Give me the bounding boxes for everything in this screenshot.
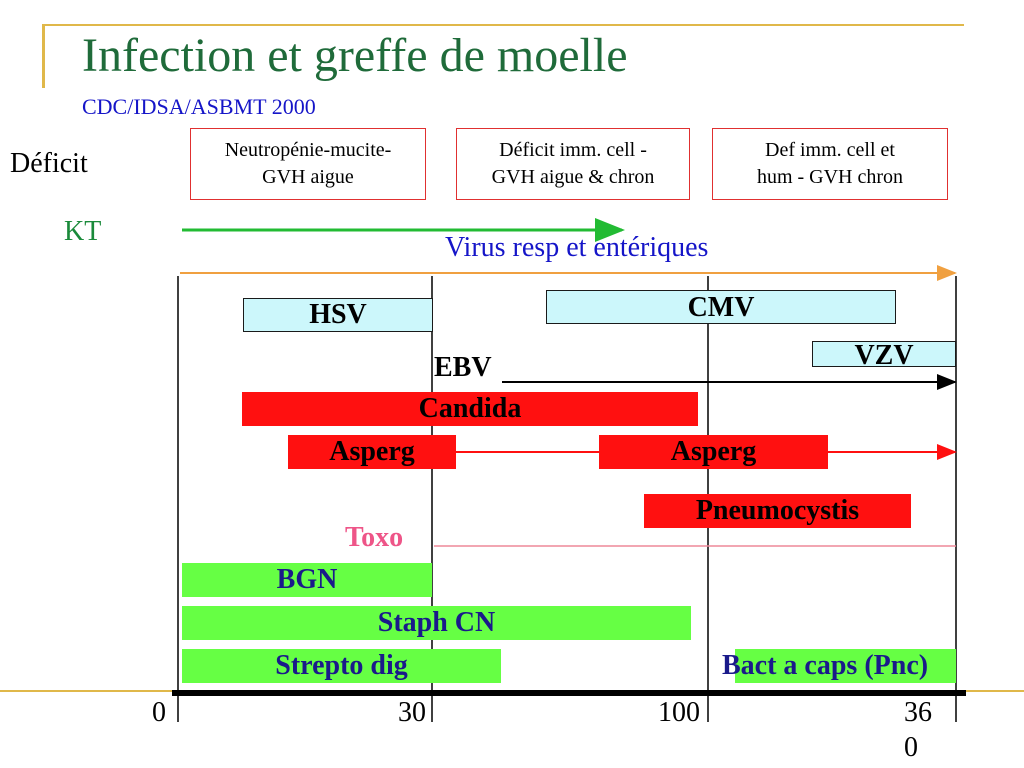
tick-360-top: 36: [904, 697, 932, 728]
bar-asperg-early: Asperg: [288, 435, 456, 469]
phase-box-neutropenie: Neutropénie-mucite- GVH aigue: [190, 128, 426, 200]
tick-360-bottom: 0: [904, 732, 918, 763]
deficit-label: Déficit: [10, 148, 88, 179]
page-title: Infection et greffe de moelle: [82, 29, 628, 82]
top-frame-line: [44, 24, 964, 26]
phase-line: Neutropénie-mucite-: [224, 139, 392, 161]
phase-line: hum - GVH chron: [756, 166, 904, 188]
bar-bgn: BGN: [182, 563, 432, 597]
bar-pneumocystis: Pneumocystis: [644, 494, 911, 528]
bar-asperg-late: Asperg: [599, 435, 828, 469]
bar-cmv: CMV: [546, 290, 896, 324]
label-toxo: Toxo: [345, 522, 404, 553]
phase-box-def-imm-hum: Def imm. cell et hum - GVH chron: [712, 128, 948, 200]
label-ebv: EBV: [434, 352, 492, 383]
phase-line: GVH aigue: [262, 166, 354, 188]
bar-vzv: VZV: [812, 341, 956, 370]
page-subtitle: CDC/IDSA/ASBMT 2000: [82, 94, 316, 119]
tick-100: 100: [658, 697, 700, 728]
phase-line: GVH aigue & chron: [491, 166, 655, 188]
phase-line: Def imm. cell et: [765, 139, 895, 161]
tick-0: 0: [152, 697, 166, 728]
phase-line: Déficit imm. cell -: [499, 139, 647, 161]
label-bact-caps: Bact a caps (Pnc): [722, 650, 929, 681]
left-frame-line: [42, 24, 45, 88]
bar-bact-caps: [735, 649, 956, 683]
phase-box-deficit-cell: Déficit imm. cell - GVH aigue & chron: [456, 128, 690, 200]
virus-resp-label: Virus resp et entériques: [445, 232, 709, 263]
bar-strepto-dig: Strepto dig: [182, 649, 501, 683]
kt-label: KT: [64, 216, 102, 247]
bar-hsv: HSV: [243, 298, 433, 332]
bar-staph-cn: Staph CN: [182, 606, 691, 640]
bar-candida: Candida: [242, 392, 698, 426]
tick-30: 30: [398, 697, 426, 728]
